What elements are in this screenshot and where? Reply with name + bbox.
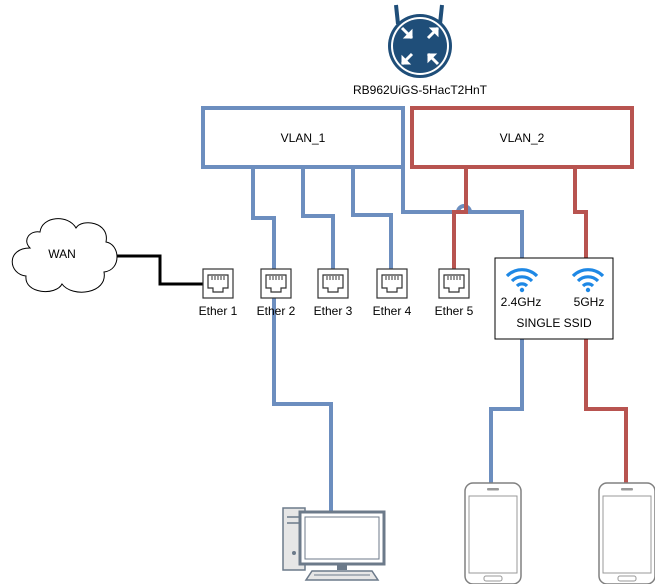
port-ether4: Ether 4 [373,268,412,318]
vlan2-wifi-to-phone2 [584,339,628,485]
router-label: RB962UiGS-5HacT2HnT [353,83,488,97]
wan-label: WAN [48,247,76,261]
smartphone-icon [598,482,655,584]
vlan1-box: VLAN_1 [201,106,405,169]
port-ether2: Ether 2 [257,268,296,318]
wifi-box: 2.4GHz 5GHz SINGLE SSID [494,257,614,340]
wifi-ssid-label: SINGLE SSID [516,316,592,330]
vlan2-box: VLAN_2 [410,106,634,169]
port-label: Ether 4 [373,304,412,318]
wan-link [110,254,205,286]
port-label: Ether 3 [314,304,353,318]
ethernet-port-icon [438,268,470,299]
cloud-icon [11,218,118,293]
ethernet-port-icon [317,268,349,299]
port-ether3: Ether 3 [314,268,353,318]
wifi-icon [505,268,539,293]
wifi-band-5-label: 5GHz [574,295,605,309]
router: RB962UiGS-5HacT2HnT [353,4,488,97]
port-label: Ether 5 [435,304,474,318]
router-antenna-left [394,4,400,25]
wifi-band-24-label: 2.4GHz [501,295,542,309]
router-icon [388,14,452,78]
vlan1-drop-ether4 [351,167,393,270]
vlan2-drop-ether5 [452,167,468,270]
ethernet-port-icon [376,268,408,299]
ethernet-port-icon [202,268,234,299]
smartphone-icon [464,482,522,584]
vlan1-drop-ether2 [251,167,333,512]
ethernet-port-icon [260,268,292,299]
port-label: Ether 2 [257,304,296,318]
vlan1-wifi-to-phone1 [489,339,524,485]
desktop-computer-icon [282,507,386,581]
port-label: Ether 1 [199,304,238,318]
port-ether1: Ether 1 [199,268,238,318]
vlan2-label: VLAN_2 [500,131,545,145]
port-ether5: Ether 5 [435,268,474,318]
vlan2-drop-wifi-5 [573,167,588,258]
vlan1-label: VLAN_1 [281,131,326,145]
router-antenna-right [438,4,444,25]
wifi-icon [571,268,605,293]
vlan1-drop-ether3 [301,167,335,270]
wan-cloud: WAN [11,218,118,293]
